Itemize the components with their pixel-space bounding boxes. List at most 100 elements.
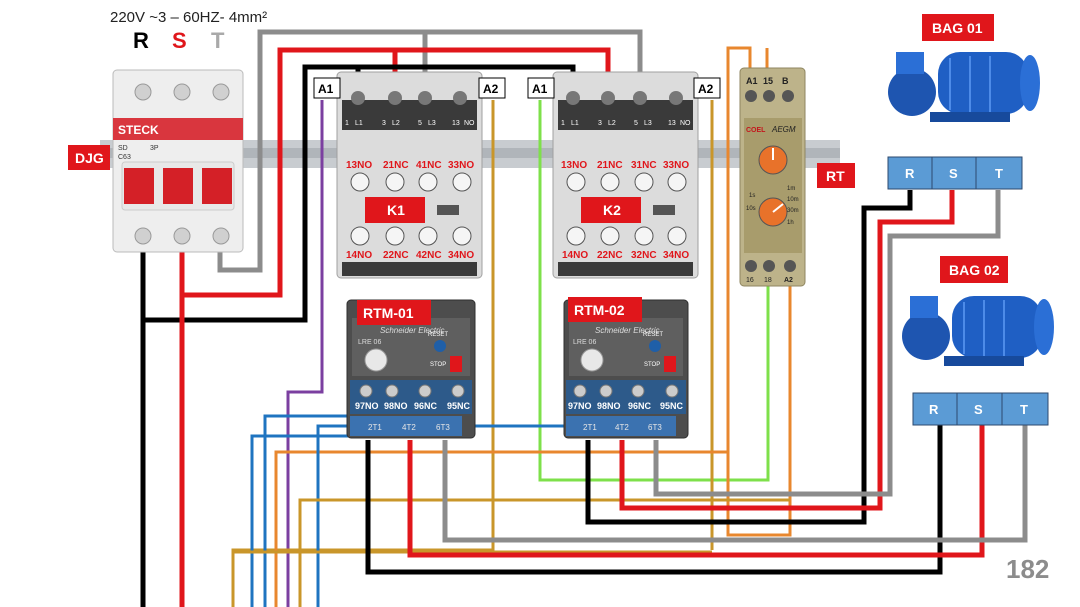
k2-a2-label: A2 — [698, 82, 714, 96]
k2-aux-screw-7 — [634, 226, 654, 246]
rtm1-reset-button[interactable] — [434, 340, 446, 352]
phase-t-label: T — [211, 28, 225, 53]
rtm1-tag: RTM-01 — [363, 305, 414, 321]
rtm2-model: LRE 06 — [573, 339, 596, 346]
rtm1-contact-screw-4 — [451, 384, 465, 398]
rtm2-out-3: 6T3 — [648, 423, 662, 432]
rt-scale-1m: 1m — [787, 186, 795, 192]
pump2-term-t: T — [1020, 402, 1028, 417]
rtm1-out-1: 2T1 — [368, 423, 382, 432]
k1-a2-label: A2 — [483, 82, 499, 96]
rtm1-contact-3: 96NC — [414, 401, 438, 411]
k2-aux-screw-3 — [634, 172, 654, 192]
breaker-model-2: C63 — [118, 154, 131, 161]
rtm2-tag: RTM-02 — [574, 302, 625, 318]
pump2-tag: BAG 02 — [949, 262, 1000, 278]
contactor-k1: 1 L1 3 L2 5 L3 13 NO 13NO 21NC 41NC 33NO… — [336, 71, 483, 279]
k2-term-l1: L1 — [571, 120, 579, 127]
rt-brand: COEL — [746, 127, 766, 134]
rtm1-stop-button[interactable] — [450, 356, 462, 372]
k2-aux-screw-2 — [600, 172, 620, 192]
k2-a1-box — [527, 77, 555, 99]
k1-aux-bottom-4: 34NO — [448, 250, 474, 261]
k2-aux-bottom-4: 34NO — [663, 250, 689, 261]
breaker-handle-3[interactable] — [202, 168, 232, 204]
k1-aux-screw-8 — [452, 226, 472, 246]
k1-term-l3: L3 — [428, 120, 436, 127]
k2-tag: K2 — [603, 202, 621, 218]
pump2-term-s: S — [974, 402, 983, 417]
pump1-terminal-block: R S T — [887, 156, 1023, 190]
pump1-image — [888, 52, 1040, 122]
rtm2-dial[interactable] — [580, 348, 604, 372]
rt-term-b: B — [782, 76, 789, 86]
k2-term-1: 1 — [561, 120, 565, 127]
rtm1-contact-screw-2 — [385, 384, 399, 398]
rt-term-18: 18 — [764, 277, 772, 284]
rtm2-brand: Schneider Electric — [595, 326, 659, 335]
k1-aux-top-2: 21NC — [383, 160, 409, 171]
k2-aux-bottom-1: 14NO — [562, 250, 588, 261]
breaker-model-3: 3P — [150, 145, 159, 152]
rt-tag: RT — [826, 168, 845, 184]
wire-rtm2-r — [585, 190, 913, 525]
rt-scale-10m: 10m — [787, 197, 799, 203]
k1-tag-box — [365, 197, 425, 223]
k1-screw-13 — [453, 91, 467, 105]
pump2-term-r: R — [929, 402, 939, 417]
k1-term-13: 13 — [452, 120, 460, 127]
k2-aux-top-3: 31NC — [631, 160, 657, 171]
timer-relay-rt: A1 15 B COEL AEGM 1s 10s 1m 10m 30m 1h 1… — [739, 67, 806, 287]
k1-screw-l1 — [351, 91, 365, 105]
rt-term-a2: A2 — [784, 277, 793, 284]
breaker-screw-bottom-3 — [212, 227, 230, 245]
rtm2-reset-button[interactable] — [649, 340, 661, 352]
rtm2-contact-screw-4 — [665, 384, 679, 398]
supply-spec: 220V ~3 – 60HZ- 4mm² — [110, 9, 267, 26]
pump1-tag: BAG 01 — [932, 20, 983, 36]
k1-aux-screw-7 — [418, 226, 438, 246]
k1-a2-box — [478, 77, 506, 99]
rtm2-stop-label: STOP — [644, 362, 660, 368]
contactor-k2: 1 L1 3 L2 5 L3 13 NO 13NO 21NC 31NC 33NO… — [552, 71, 699, 279]
k2-a2-box — [693, 77, 721, 99]
pump1-term-s: S — [949, 166, 958, 181]
breaker-screw-top-3 — [212, 83, 230, 101]
k1-aux-bottom-1: 14NO — [346, 250, 372, 261]
k2-aux-screw-4 — [667, 172, 687, 192]
rtm1-out-2: 4T2 — [402, 423, 416, 432]
rt-tag-box — [817, 163, 855, 188]
rtm1-reset-label: RESET — [428, 332, 448, 338]
wire-blue-2 — [250, 410, 357, 607]
k2-aux-screw-8 — [667, 226, 687, 246]
rtm1-dial[interactable] — [364, 348, 388, 372]
k1-term-5: 5 — [418, 120, 422, 127]
k1-aux-screw-5 — [350, 226, 370, 246]
rtm2-contact-screw-2 — [599, 384, 613, 398]
k1-aux-screw-3 — [418, 172, 438, 192]
k2-term-l3: L3 — [644, 120, 652, 127]
k2-a1-label: A1 — [532, 82, 548, 96]
breaker-screw-top-1 — [134, 83, 152, 101]
k1-term-l1: L1 — [355, 120, 363, 127]
breaker-handle-2[interactable] — [163, 168, 193, 204]
overload-rtm-01: Schneider Electric LRE 06 RESET STOP 97N… — [346, 299, 476, 439]
rtm2-stop-button[interactable] — [664, 356, 676, 372]
rtm2-contact-screw-1 — [573, 384, 587, 398]
k1-aux-top-3: 41NC — [416, 160, 442, 171]
breaker-brand: STECK — [118, 123, 159, 137]
rt-screw-b — [782, 90, 794, 102]
page-number: 182 — [1006, 554, 1049, 584]
k1-screw-l2 — [388, 91, 402, 105]
k2-term-no: NO — [680, 120, 691, 127]
breaker-handle-1[interactable] — [124, 168, 154, 204]
k2-tag-box — [581, 197, 641, 223]
k2-term-13: 13 — [668, 120, 676, 127]
rt-screw-a1 — [745, 90, 757, 102]
k2-aux-screw-5 — [566, 226, 586, 246]
rt-screw-15 — [763, 90, 775, 102]
breaker-tag-box — [68, 145, 110, 170]
rtm1-stop-label: STOP — [430, 362, 446, 368]
wire-rtm1-t — [442, 420, 1028, 543]
rtm2-tag-box — [568, 297, 642, 322]
